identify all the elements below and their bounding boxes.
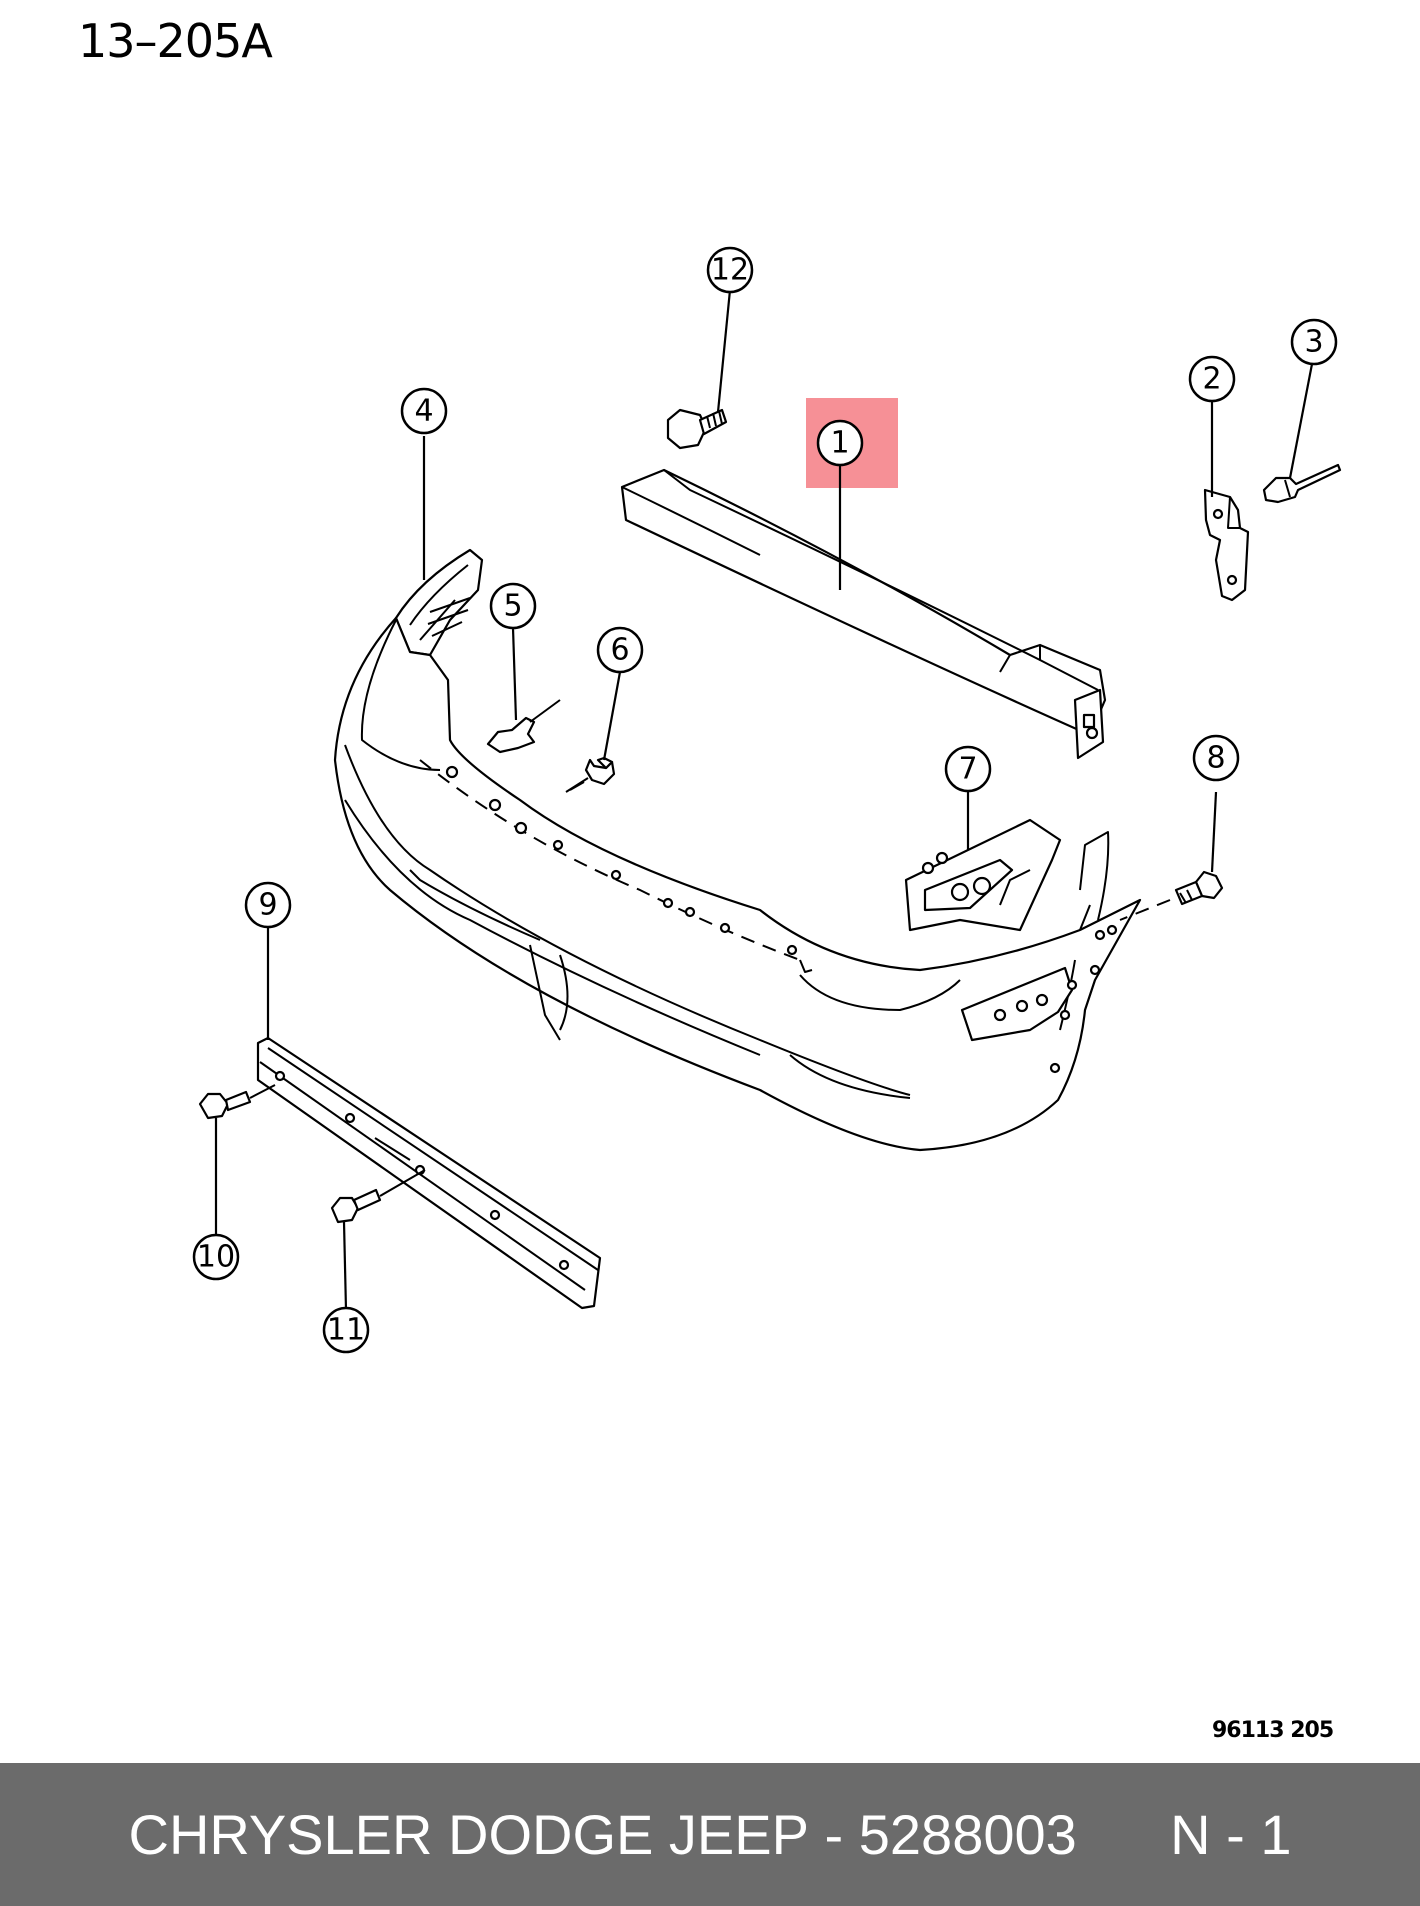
lower-rail-9[interactable] <box>256 1036 602 1310</box>
bolt-10[interactable] <box>198 1084 276 1120</box>
callout-label: 2 <box>1202 362 1221 397</box>
callout-label: 10 <box>197 1240 235 1275</box>
footer-brand: CHRYSLER DODGE JEEP <box>128 1803 809 1866</box>
footer-bar: CHRYSLER DODGE JEEP - 5288003 N - 1 <box>0 1763 1420 1906</box>
sheet-code: 13–205A <box>78 14 273 68</box>
diagram-sheet: 13–205A <box>78 14 1342 1743</box>
callout-2[interactable]: 2 <box>1188 355 1236 403</box>
callout-label: 3 <box>1304 325 1323 360</box>
callout-5[interactable]: 5 <box>489 582 537 630</box>
footer-gap-wide <box>1077 1802 1170 1867</box>
footer-position: N - 1 <box>1170 1803 1292 1866</box>
callout-7[interactable]: 7 <box>944 745 992 793</box>
callout-label: 8 <box>1206 741 1225 776</box>
callout-label: 1 <box>830 426 849 461</box>
pushpin-5[interactable] <box>486 699 561 754</box>
callout-label: 4 <box>414 394 433 429</box>
footer-gap <box>809 1802 825 1867</box>
footer-gap <box>843 1802 859 1867</box>
bumper-fascia[interactable] <box>333 616 1142 1152</box>
callout-3[interactable]: 3 <box>1290 318 1338 366</box>
callout-9[interactable]: 9 <box>244 881 292 929</box>
callout-label: 12 <box>711 253 749 288</box>
retainer-7[interactable] <box>904 818 1062 932</box>
bracket-2[interactable] <box>1203 488 1250 602</box>
callout-label: 7 <box>958 752 977 787</box>
callout-label: 9 <box>258 888 277 923</box>
screw-6[interactable] <box>565 756 616 793</box>
callout-12[interactable]: 12 <box>706 246 754 294</box>
footer-part-number: 5288003 <box>858 1803 1077 1866</box>
bolt-12[interactable] <box>666 408 728 450</box>
callout-10[interactable]: 10 <box>192 1233 240 1281</box>
callout-11[interactable]: 11 <box>322 1306 370 1354</box>
reinforcement-beam[interactable] <box>620 468 1107 760</box>
footer-separator: - <box>824 1803 844 1866</box>
pin-3[interactable] <box>1262 463 1342 504</box>
callout-8[interactable]: 8 <box>1192 734 1240 782</box>
screw-8[interactable] <box>1119 870 1224 921</box>
callout-label: 11 <box>327 1313 365 1348</box>
callout-6[interactable]: 6 <box>596 626 644 674</box>
retainer-4[interactable] <box>394 548 484 657</box>
callout-1[interactable]: 1 <box>816 419 864 467</box>
exploded-parts-drawing: 1 2 3 4 5 6 7 8 9 10 11 12 <box>192 246 1342 1354</box>
callout-label: 5 <box>503 589 522 624</box>
bolt-11[interactable] <box>330 1169 426 1224</box>
fascia-clips <box>445 765 798 956</box>
leader-lines <box>214 289 1314 1311</box>
callout-4[interactable]: 4 <box>400 387 448 435</box>
drawing-number: 96113 205 <box>1212 1718 1334 1743</box>
callout-label: 6 <box>610 633 629 668</box>
